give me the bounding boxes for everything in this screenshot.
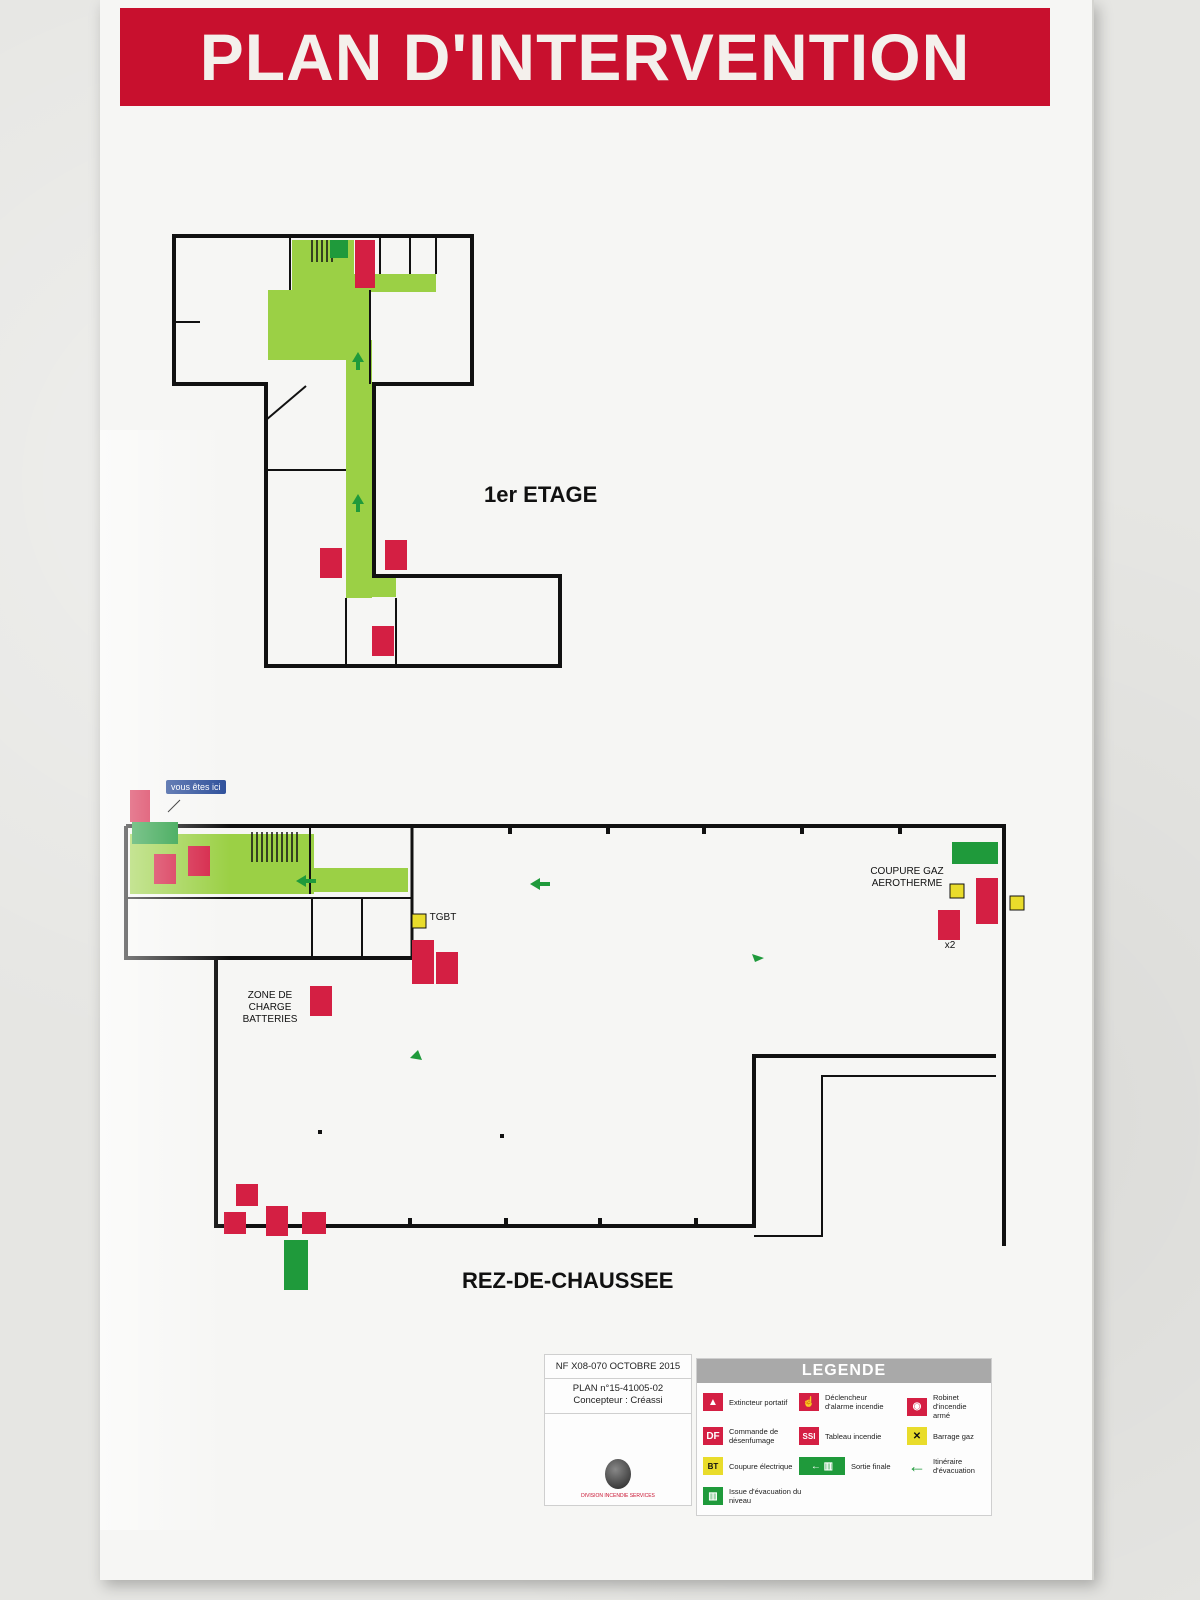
fire-alarm-icon — [355, 240, 375, 264]
legend: LEGENDE ▲ Extincteur portatif ☝ Déclench… — [696, 1358, 992, 1516]
plan-panel: PLAN D'INTERVENTION — [100, 0, 1094, 1580]
upper-outer-wall — [172, 234, 562, 668]
fire-hose-icon — [224, 1212, 246, 1234]
gas-shutoff-icon — [1009, 895, 1025, 911]
final-exit-icon — [952, 842, 998, 864]
ground-north-wall — [126, 824, 1006, 1246]
page-title: PLAN D'INTERVENTION — [199, 20, 971, 94]
norm-reference: NF X08-070 OCTOBRE 2015 — [545, 1355, 691, 1379]
upper-equipment — [320, 240, 407, 656]
ground-wall-ticks — [408, 826, 902, 1226]
smoke-control-icon: DF — [703, 1427, 723, 1445]
fire-alarm-icon: ☝ — [799, 1393, 819, 1411]
company-logo-icon — [605, 1459, 631, 1489]
fire-hose-icon: ◉ — [907, 1397, 927, 1416]
fire-panel-icon: SSI — [799, 1427, 819, 1445]
final-exit-icon — [284, 1240, 308, 1290]
fire-hose-icon — [355, 264, 375, 288]
legend-item-level-exit: ▥ Issue d'évacuation du niveau — [703, 1487, 805, 1505]
extinguisher-icon — [320, 548, 342, 578]
legend-item-fire-panel: SSI Tableau incendie — [799, 1427, 895, 1445]
extinguisher-icon: ▲ — [703, 1393, 723, 1411]
extinguisher-count-label: x2 — [944, 940, 956, 951]
extinguisher-icon — [130, 790, 150, 822]
fire-panel-icon — [436, 952, 458, 984]
fire-alarm-icon — [236, 1184, 258, 1206]
extinguisher-icon — [412, 940, 434, 984]
extinguisher-icon — [372, 626, 394, 656]
smoke-control-icon — [302, 1212, 326, 1234]
gas-shutoff-icon — [949, 883, 965, 899]
final-exit-icon — [132, 822, 178, 844]
legend-item-electric-cutoff: BT Coupure électrique — [703, 1457, 795, 1475]
company-logo: DIVISION INCENDIE SERVICES — [545, 1459, 691, 1499]
company-name: DIVISION INCENDIE SERVICES — [581, 1493, 655, 1499]
extinguisher-icon — [938, 910, 960, 940]
floor-plans — [124, 234, 1025, 1290]
you-are-here-marker: vous êtes ici — [166, 780, 226, 794]
legend-item-smoke-control: DF Commande de désenfumage — [703, 1427, 795, 1445]
plan-number: PLAN n°15-41005-02 — [572, 1383, 664, 1394]
extinguisher-icon — [154, 854, 176, 884]
legend-item-gas-shutoff: ✕ Barrage gaz — [907, 1427, 985, 1445]
extinguisher-icon — [266, 1206, 288, 1236]
evacuation-arrow-icon: ← — [908, 1455, 926, 1476]
legend-item-extinguisher: ▲ Extincteur portatif — [703, 1393, 795, 1411]
gas-cutoff-label: COUPURE GAZ AEROTHERME — [870, 866, 944, 889]
upper-floor-label: 1er ETAGE — [484, 482, 598, 507]
upper-evacuation-route — [268, 240, 436, 598]
gas-shutoff-icon: ✕ — [907, 1427, 927, 1445]
level-exit-icon — [330, 240, 348, 258]
final-exit-icon: ← ▥ — [799, 1457, 845, 1475]
legend-item-fire-alarm: ☝ Déclencheur d'alarme incendie — [799, 1393, 895, 1411]
extinguisher-icon — [310, 986, 332, 1016]
fire-panel-icon — [188, 846, 210, 876]
upper-floor-plan — [172, 234, 562, 668]
title-bar: PLAN D'INTERVENTION — [120, 8, 1050, 106]
ground-stairs — [251, 832, 298, 862]
level-exit-icon: ▥ — [703, 1487, 723, 1505]
plan-number-block: PLAN n°15-41005-02 Concepteur : Créassi — [545, 1379, 691, 1414]
fire-hose-icon — [976, 878, 998, 924]
designer: Concepteur : Créassi — [573, 1395, 663, 1406]
extinguisher-icon — [385, 540, 407, 570]
ground-floor-label: REZ-DE-CHAUSSEE — [462, 1268, 674, 1293]
electric-cutoff-icon: BT — [703, 1457, 723, 1475]
tgbt-label: TGBT — [429, 912, 457, 923]
plan-info-box: NF X08-070 OCTOBRE 2015 PLAN n°15-41005-… — [544, 1354, 692, 1506]
legend-item-fire-hose: ◉ Robinet d'incendie armé — [907, 1393, 985, 1420]
upper-evacuation-arrows — [352, 352, 364, 512]
ground-evacuation-arrows — [296, 875, 764, 1060]
legend-item-final-exit: ← ▥ Sortie finale — [799, 1457, 901, 1475]
legend-item-evacuation-route: ← Itinéraire d'évacuation — [908, 1455, 975, 1476]
legend-title: LEGENDE — [697, 1359, 991, 1383]
electric-cutoff-icon — [411, 913, 427, 929]
battery-charging-zone-label: ZONE DE CHARGE BATTERIES — [242, 990, 298, 1025]
